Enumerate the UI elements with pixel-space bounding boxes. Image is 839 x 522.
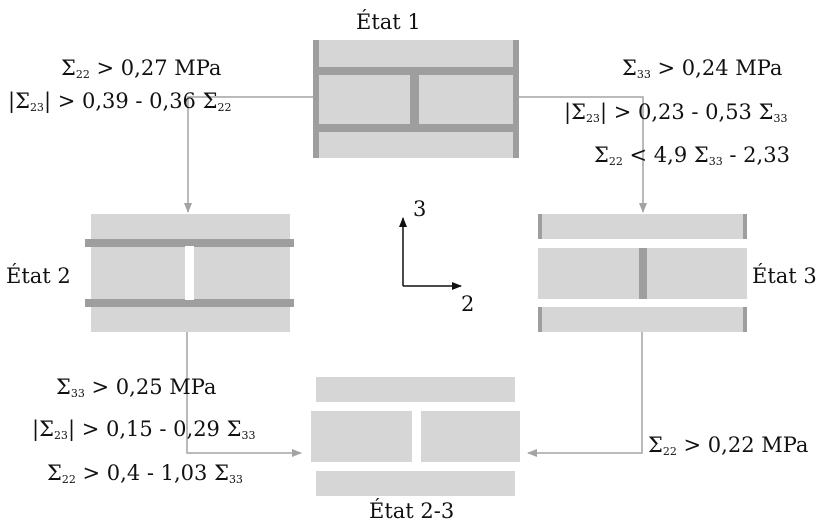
state23-label: État 2-3 bbox=[369, 499, 455, 522]
state2-masonry bbox=[85, 214, 294, 332]
state23-masonry bbox=[311, 377, 520, 496]
arrow-state1-to-state2 bbox=[184, 96, 313, 213]
arrow-state3-to-state23 bbox=[527, 332, 643, 457]
arrow-state2-to-state23 bbox=[186, 332, 302, 457]
condition-2-to-23-line-3: Σ22 > 0,4 - 1,03 Σ33 bbox=[47, 461, 243, 486]
condition-1-to-3-line-3: Σ22 < 4,9 Σ33 - 2,33 bbox=[594, 143, 790, 168]
condition-1-to-3-line-1: Σ33 > 0,24 MPa bbox=[622, 56, 783, 81]
axis-2-label: 2 bbox=[461, 292, 475, 316]
state1-label: État 1 bbox=[356, 10, 421, 34]
condition-2-to-23-line-2: |Σ23| > 0,15 - 0,29 Σ33 bbox=[32, 417, 256, 442]
axis-3-label: 3 bbox=[413, 197, 427, 221]
state2-label: État 2 bbox=[6, 264, 71, 288]
condition-1-to-3-line-2: |Σ23| > 0,23 - 0,53 Σ33 bbox=[564, 100, 788, 125]
condition-2-to-23-line-1: Σ33 > 0,25 MPa bbox=[56, 375, 217, 400]
condition-3-to-23-line-1: Σ22 > 0,22 MPa bbox=[648, 433, 809, 458]
arrow-state1-to-state3 bbox=[519, 96, 647, 213]
condition-1-to-2-line-2: |Σ23| > 0,39 - 0,36 Σ22 bbox=[8, 89, 232, 114]
condition-1-to-2-line-1: Σ22 > 0,27 MPa bbox=[61, 56, 222, 81]
state1-masonry bbox=[313, 40, 519, 158]
state3-masonry bbox=[538, 214, 747, 332]
state3-label: État 3 bbox=[752, 264, 817, 288]
